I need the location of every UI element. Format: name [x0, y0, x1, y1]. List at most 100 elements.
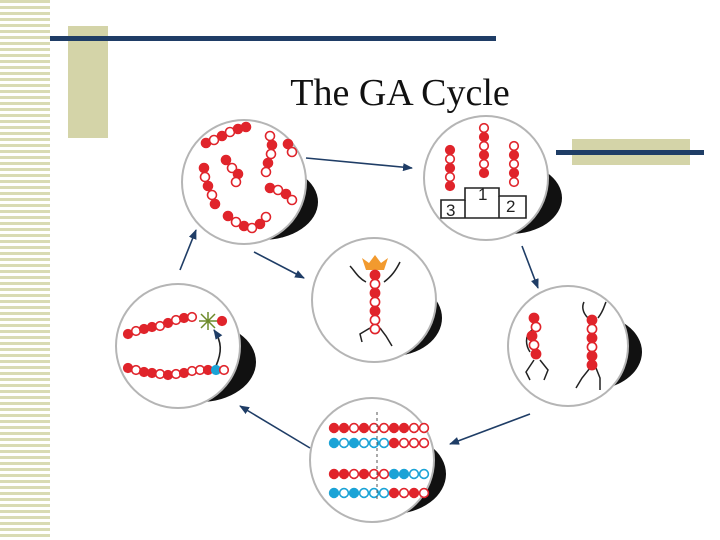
decorative-rule-top	[50, 36, 496, 41]
gene-bead	[369, 269, 381, 281]
gene-bead	[348, 468, 360, 480]
gene-bead	[328, 422, 340, 434]
gene-bead	[508, 167, 520, 179]
gene-bead	[369, 278, 381, 290]
mutation-spark-icon	[199, 312, 217, 330]
stage-mutation	[115, 283, 256, 409]
decorative-rule-right	[556, 150, 704, 155]
podium-ranking-icon: 1 2 3	[440, 185, 527, 220]
gene-bead	[358, 468, 370, 480]
gene-bead	[408, 422, 420, 434]
gene-bead	[444, 153, 456, 165]
arrow-mutation-to-population	[179, 229, 197, 271]
gene-bead	[444, 180, 456, 192]
gene-bead	[338, 468, 350, 480]
gene-bead	[508, 140, 520, 152]
gene-bead	[586, 314, 598, 326]
gene-bead	[216, 315, 228, 327]
gene-bead	[408, 487, 420, 499]
gene-bead	[220, 154, 232, 166]
chromosome-recombination-icon	[328, 422, 430, 499]
gene-bead	[378, 487, 390, 499]
gene-bead	[369, 296, 381, 308]
gene-bead	[508, 176, 520, 188]
gene-bead	[478, 167, 490, 179]
gene-bead	[222, 210, 234, 222]
gene-bead	[478, 122, 490, 134]
gene-bead	[508, 158, 520, 170]
gene-bead	[282, 138, 294, 150]
gene-bead	[266, 139, 278, 151]
gene-bead	[528, 312, 540, 324]
gene-bead	[378, 437, 390, 449]
gene-bead	[528, 339, 540, 351]
gene-bead	[388, 487, 400, 499]
gene-bead	[368, 487, 380, 499]
decorative-block-left	[68, 26, 108, 138]
gene-bead	[368, 437, 380, 449]
gene-bead	[206, 189, 218, 201]
gene-bead	[338, 437, 350, 449]
gene-bead	[478, 140, 490, 152]
gene-bead	[526, 330, 538, 342]
gene-bead	[208, 134, 220, 146]
arrow-selection-to-best	[253, 251, 305, 279]
gene-bead	[286, 194, 298, 206]
decorative-stripe-bar	[0, 0, 50, 540]
podium-label-second: 2	[506, 197, 515, 216]
stage-parents	[507, 285, 642, 407]
gene-bead	[418, 422, 430, 434]
stage-selection: 1 2 3	[423, 115, 562, 241]
gene-bead	[369, 287, 381, 299]
gene-bead	[418, 487, 430, 499]
gene-bead	[254, 218, 266, 230]
gene-bead	[368, 468, 380, 480]
stage-crossover	[309, 397, 446, 523]
gene-bead	[378, 422, 390, 434]
ranked-individuals-icon	[444, 122, 520, 192]
gene-bead	[260, 211, 272, 223]
stage-population	[181, 119, 318, 245]
gene-bead	[328, 468, 340, 480]
gene-bead	[264, 130, 276, 142]
gene-bead	[246, 222, 258, 234]
gene-bead	[508, 149, 520, 161]
gene-bead	[272, 184, 284, 196]
arrow-crossover-to-mutation	[239, 405, 311, 449]
gene-bead	[398, 437, 410, 449]
podium-label-third: 3	[446, 201, 455, 220]
gene-bead	[408, 437, 420, 449]
gene-bead	[586, 323, 598, 335]
gene-bead	[369, 323, 381, 335]
gene-bead	[388, 468, 400, 480]
gene-bead	[478, 131, 490, 143]
gene-bead	[186, 311, 198, 323]
gene-bead	[586, 341, 598, 353]
gene-bead	[265, 148, 277, 160]
gene-bead	[444, 144, 456, 156]
gene-bead	[338, 487, 350, 499]
gene-bead	[198, 162, 210, 174]
gene-bead	[240, 121, 252, 133]
gene-bead	[328, 437, 340, 449]
gene-bead	[368, 422, 380, 434]
gene-bead	[388, 437, 400, 449]
gene-bead	[530, 348, 542, 360]
gene-bead	[418, 437, 430, 449]
arrow-population-to-selection	[305, 157, 413, 172]
gene-bead	[348, 487, 360, 499]
gene-bead	[209, 198, 221, 210]
gene-bead	[218, 364, 230, 376]
crowned-individual-icon	[349, 255, 401, 347]
gene-bead	[398, 468, 410, 480]
chromosome-mutation-icon	[122, 311, 230, 381]
podium-label-first: 1	[478, 185, 487, 204]
gene-bead	[358, 437, 370, 449]
gene-bead	[378, 468, 390, 480]
gene-bead	[369, 314, 381, 326]
gene-bead	[230, 176, 242, 188]
gene-bead	[199, 171, 211, 183]
gene-bead	[369, 305, 381, 317]
